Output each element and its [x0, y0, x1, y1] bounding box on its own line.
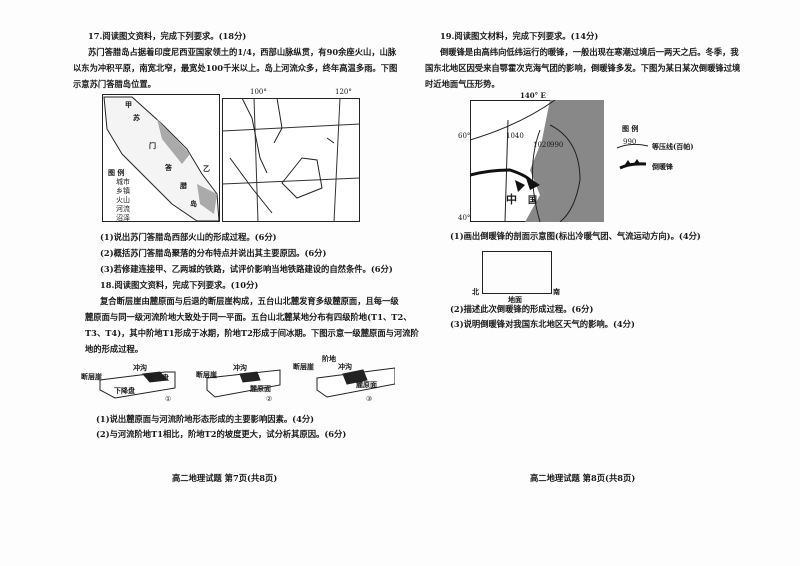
q18-para-4: 地的形成过程。: [85, 344, 144, 354]
page-footer-7: 高二地理试题 第7页(共8页): [172, 473, 278, 483]
label-guo: 国: [528, 196, 538, 206]
answer-box[interactable]: [482, 251, 552, 294]
q17-para-2: 以东为冲积平原，南宽北窄，最宽处100千米以上。岛上河流众多，终年高温多雨。下图: [73, 63, 398, 73]
place-la: 腊: [180, 181, 187, 190]
q18-para-1: 复合断层崖由麓原面与后退的断层崖构成，五台山北麓发育多级麓原面，且每一级: [100, 296, 399, 306]
d3-number: ③: [366, 395, 373, 403]
q17-question-1: (1)说出苏门答腊岛西部火山的形成过程。(6分): [100, 232, 277, 242]
q19-title: 19.阅读图文材料，完成下列要求。(14分): [440, 31, 599, 41]
d3-gully: 冲沟: [338, 362, 352, 371]
q17-question-2: (2)概括苏门答腊岛聚落的分布特点并说出其主要原因。(6分): [100, 248, 327, 258]
lat-40: 40°: [458, 214, 471, 222]
q17-title: 17.阅读图文资料，完成下列要求。(18分): [88, 31, 247, 41]
lat-60: 60°: [458, 132, 471, 140]
q18-para-3: T3、T4)，其中阶地T1形成于冰期，阶地T2形成于间冰期。下图示意一级麓原面与…: [85, 328, 419, 338]
legend-symbols: [616, 143, 649, 170]
d2-pediment: 麓原面: [250, 384, 271, 393]
sumatra-map: [102, 94, 220, 222]
terrace-diagrams: [99, 367, 395, 399]
page-footer-8: 高二地理试题 第8页(共8页): [530, 473, 636, 483]
q19-para-3: 时近地面气压形势。: [425, 79, 500, 89]
legend-volcano: 火山: [116, 196, 130, 204]
d2-gully: 冲沟: [233, 363, 247, 372]
pressure-map: [470, 100, 604, 222]
place-su: 苏: [133, 113, 140, 122]
sea-region-map: [222, 98, 360, 222]
q19-question-1: (1)画出倒暖锋的剖面示意图(标出冷暖气团、气流运动方向)。(4分): [450, 231, 701, 241]
legend-990: 990: [623, 138, 637, 146]
legend-city: 城市: [116, 178, 130, 186]
d3-pediment: 麓原面: [356, 380, 377, 389]
legend-isobar: 等压线(百帕): [652, 142, 694, 151]
q18-question-2: (2)与河流阶地T1相比，阶地T2的坡度更大，试分析其原因。(6分): [96, 429, 347, 439]
place-da: 答: [165, 163, 172, 172]
d1-number: ①: [165, 395, 172, 403]
d1-gully: 冲沟: [133, 363, 147, 372]
q17-question-3: (3)若修建连接甲、乙两城的铁路，试评价影响当地铁路建设的自然条件。(6分): [100, 264, 393, 274]
q19-para-1: 倒暖锋是由高纬向低纬运行的暖锋，一般出现在寒潮过境后一两天之后。冬季，我: [440, 47, 739, 57]
q18-para-2: 麓原面与同一级河流阶地大致处于同一平面。五台山北麓某地分布有四级阶地(T1、T2…: [85, 312, 412, 322]
d1-fault-scarp: 断层崖: [81, 372, 102, 381]
isobar-1040: 1040: [506, 132, 524, 140]
place-dao: 岛: [190, 199, 197, 208]
lon-120: 120°: [335, 88, 352, 96]
legend-swamp: 沼泽: [116, 214, 130, 222]
isobar-1020: 1020: [533, 141, 551, 149]
d1-uplift: 抬升盘: [148, 373, 169, 382]
label-zhong: 中: [506, 193, 517, 206]
label-north: 北: [472, 287, 479, 296]
q17-para-1: 苏门答腊岛占据着印度尼西亚国家领土的1/4，西部山脉纵贯，有90余座火山，山脉: [88, 47, 397, 57]
legend-warm-front: 倒暖锋: [652, 162, 673, 171]
place-men: 门: [149, 141, 156, 150]
place-yi: 乙: [203, 164, 210, 173]
label-south: 南: [553, 287, 560, 296]
d2-fault-scarp: 断层崖: [196, 370, 217, 379]
q17-para-3: 示意苏门答腊岛位置。: [73, 79, 156, 89]
d3-terrace: 阶地: [322, 354, 336, 363]
legend-river: 河流: [116, 205, 130, 213]
q18-question-1: (1)说出麓原面与河流阶地形态形成的主要影响因素。(4分): [96, 414, 315, 424]
lon-140e: 140° E: [520, 91, 546, 100]
legend-town: 乡镇: [116, 187, 130, 195]
isobar-990: 990: [550, 141, 564, 149]
legend-title: 图 例: [108, 168, 125, 177]
q19-para-2: 国东北地区因受来自鄂霍次克海气团的影响，倒暖锋多发。下图为某日某次倒暖锋过境: [425, 63, 741, 73]
d3-fault-scarp: 断层崖: [293, 362, 314, 371]
d1-downthrown: 下降盘: [114, 386, 135, 395]
d2-number: ②: [266, 395, 273, 403]
q19-question-2: (2)描述此次倒暖锋的形成过程。(6分): [450, 304, 594, 314]
q18-title: 18.阅读图文资料，完成下列要求。(10分): [100, 280, 259, 290]
label-ground: 地面: [508, 295, 522, 304]
q19-question-3: (3)说明倒暖锋对我国东北地区天气的影响。(4分): [450, 319, 635, 329]
legend-title-19: 图 例: [622, 124, 639, 133]
lon-100: 100°: [250, 88, 267, 96]
place-jia: 甲: [125, 100, 132, 109]
